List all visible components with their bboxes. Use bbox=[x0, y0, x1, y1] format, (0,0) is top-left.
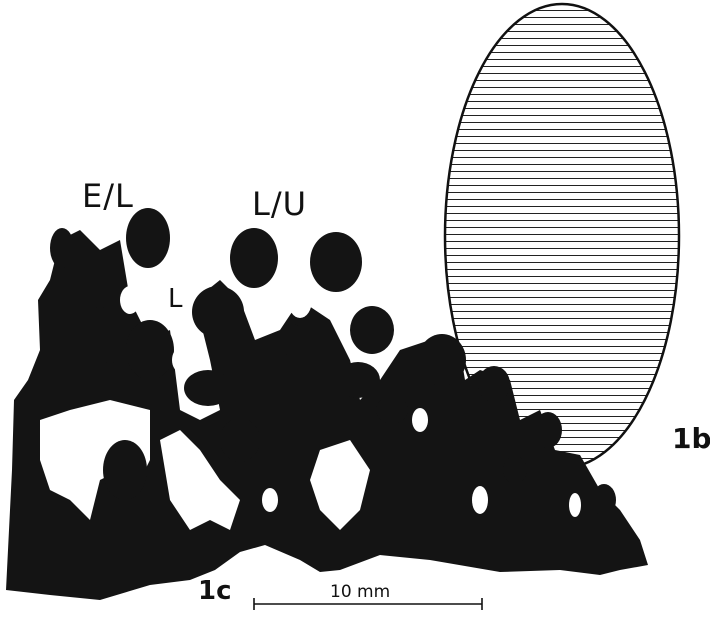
lobe bbox=[310, 232, 362, 292]
label-lu: L/U bbox=[252, 188, 307, 220]
notch bbox=[172, 348, 188, 372]
lobe bbox=[184, 370, 232, 406]
panel-label-1c: 1c bbox=[198, 578, 232, 604]
lobe bbox=[376, 396, 408, 424]
lobe bbox=[126, 208, 170, 268]
lobe bbox=[126, 320, 174, 380]
scale-bar-label: 10 mm bbox=[330, 584, 390, 601]
lobe bbox=[418, 334, 466, 386]
lobe bbox=[350, 306, 394, 354]
lobe bbox=[336, 362, 380, 398]
lobe bbox=[86, 272, 114, 308]
lobe bbox=[230, 228, 278, 288]
lobe bbox=[478, 366, 510, 402]
notch bbox=[412, 408, 428, 432]
lobe bbox=[278, 324, 306, 356]
lobe bbox=[534, 412, 562, 448]
lobe bbox=[220, 418, 260, 462]
label-l: L bbox=[168, 286, 183, 312]
notch bbox=[120, 286, 140, 314]
lobe bbox=[592, 484, 616, 516]
lobe bbox=[96, 327, 124, 363]
notch bbox=[472, 486, 488, 514]
lobe bbox=[50, 228, 74, 268]
lobe bbox=[503, 456, 527, 484]
panel-label-1b: 1b bbox=[672, 425, 710, 453]
label-el: E/L bbox=[82, 180, 134, 212]
notch bbox=[262, 488, 278, 512]
notch bbox=[569, 493, 581, 517]
notch bbox=[288, 282, 312, 318]
lobe bbox=[192, 286, 244, 338]
lobe bbox=[103, 440, 147, 500]
